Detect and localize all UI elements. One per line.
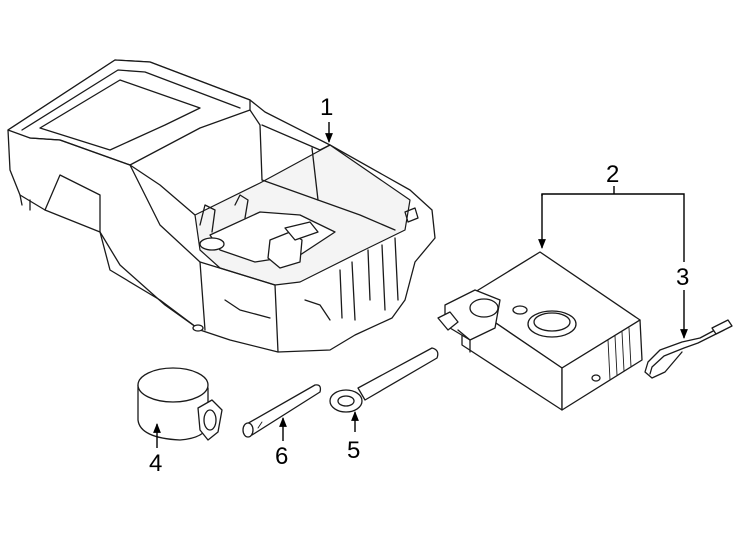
part-sealant-bottle — [137, 367, 223, 441]
part-extension-rod — [242, 384, 322, 438]
callout-6: 6 — [275, 443, 288, 470]
callout-3: 3 — [676, 264, 689, 291]
part-lug-wrench — [329, 347, 439, 413]
callout-leaders — [153, 122, 688, 448]
callout-1: 1 — [320, 94, 333, 121]
part-air-hose — [644, 319, 733, 379]
part-air-compressor — [437, 251, 643, 411]
callout-2: 2 — [606, 161, 619, 188]
callout-5: 5 — [347, 437, 360, 464]
part-storage-tray — [7, 59, 436, 353]
callout-4: 4 — [149, 450, 162, 477]
